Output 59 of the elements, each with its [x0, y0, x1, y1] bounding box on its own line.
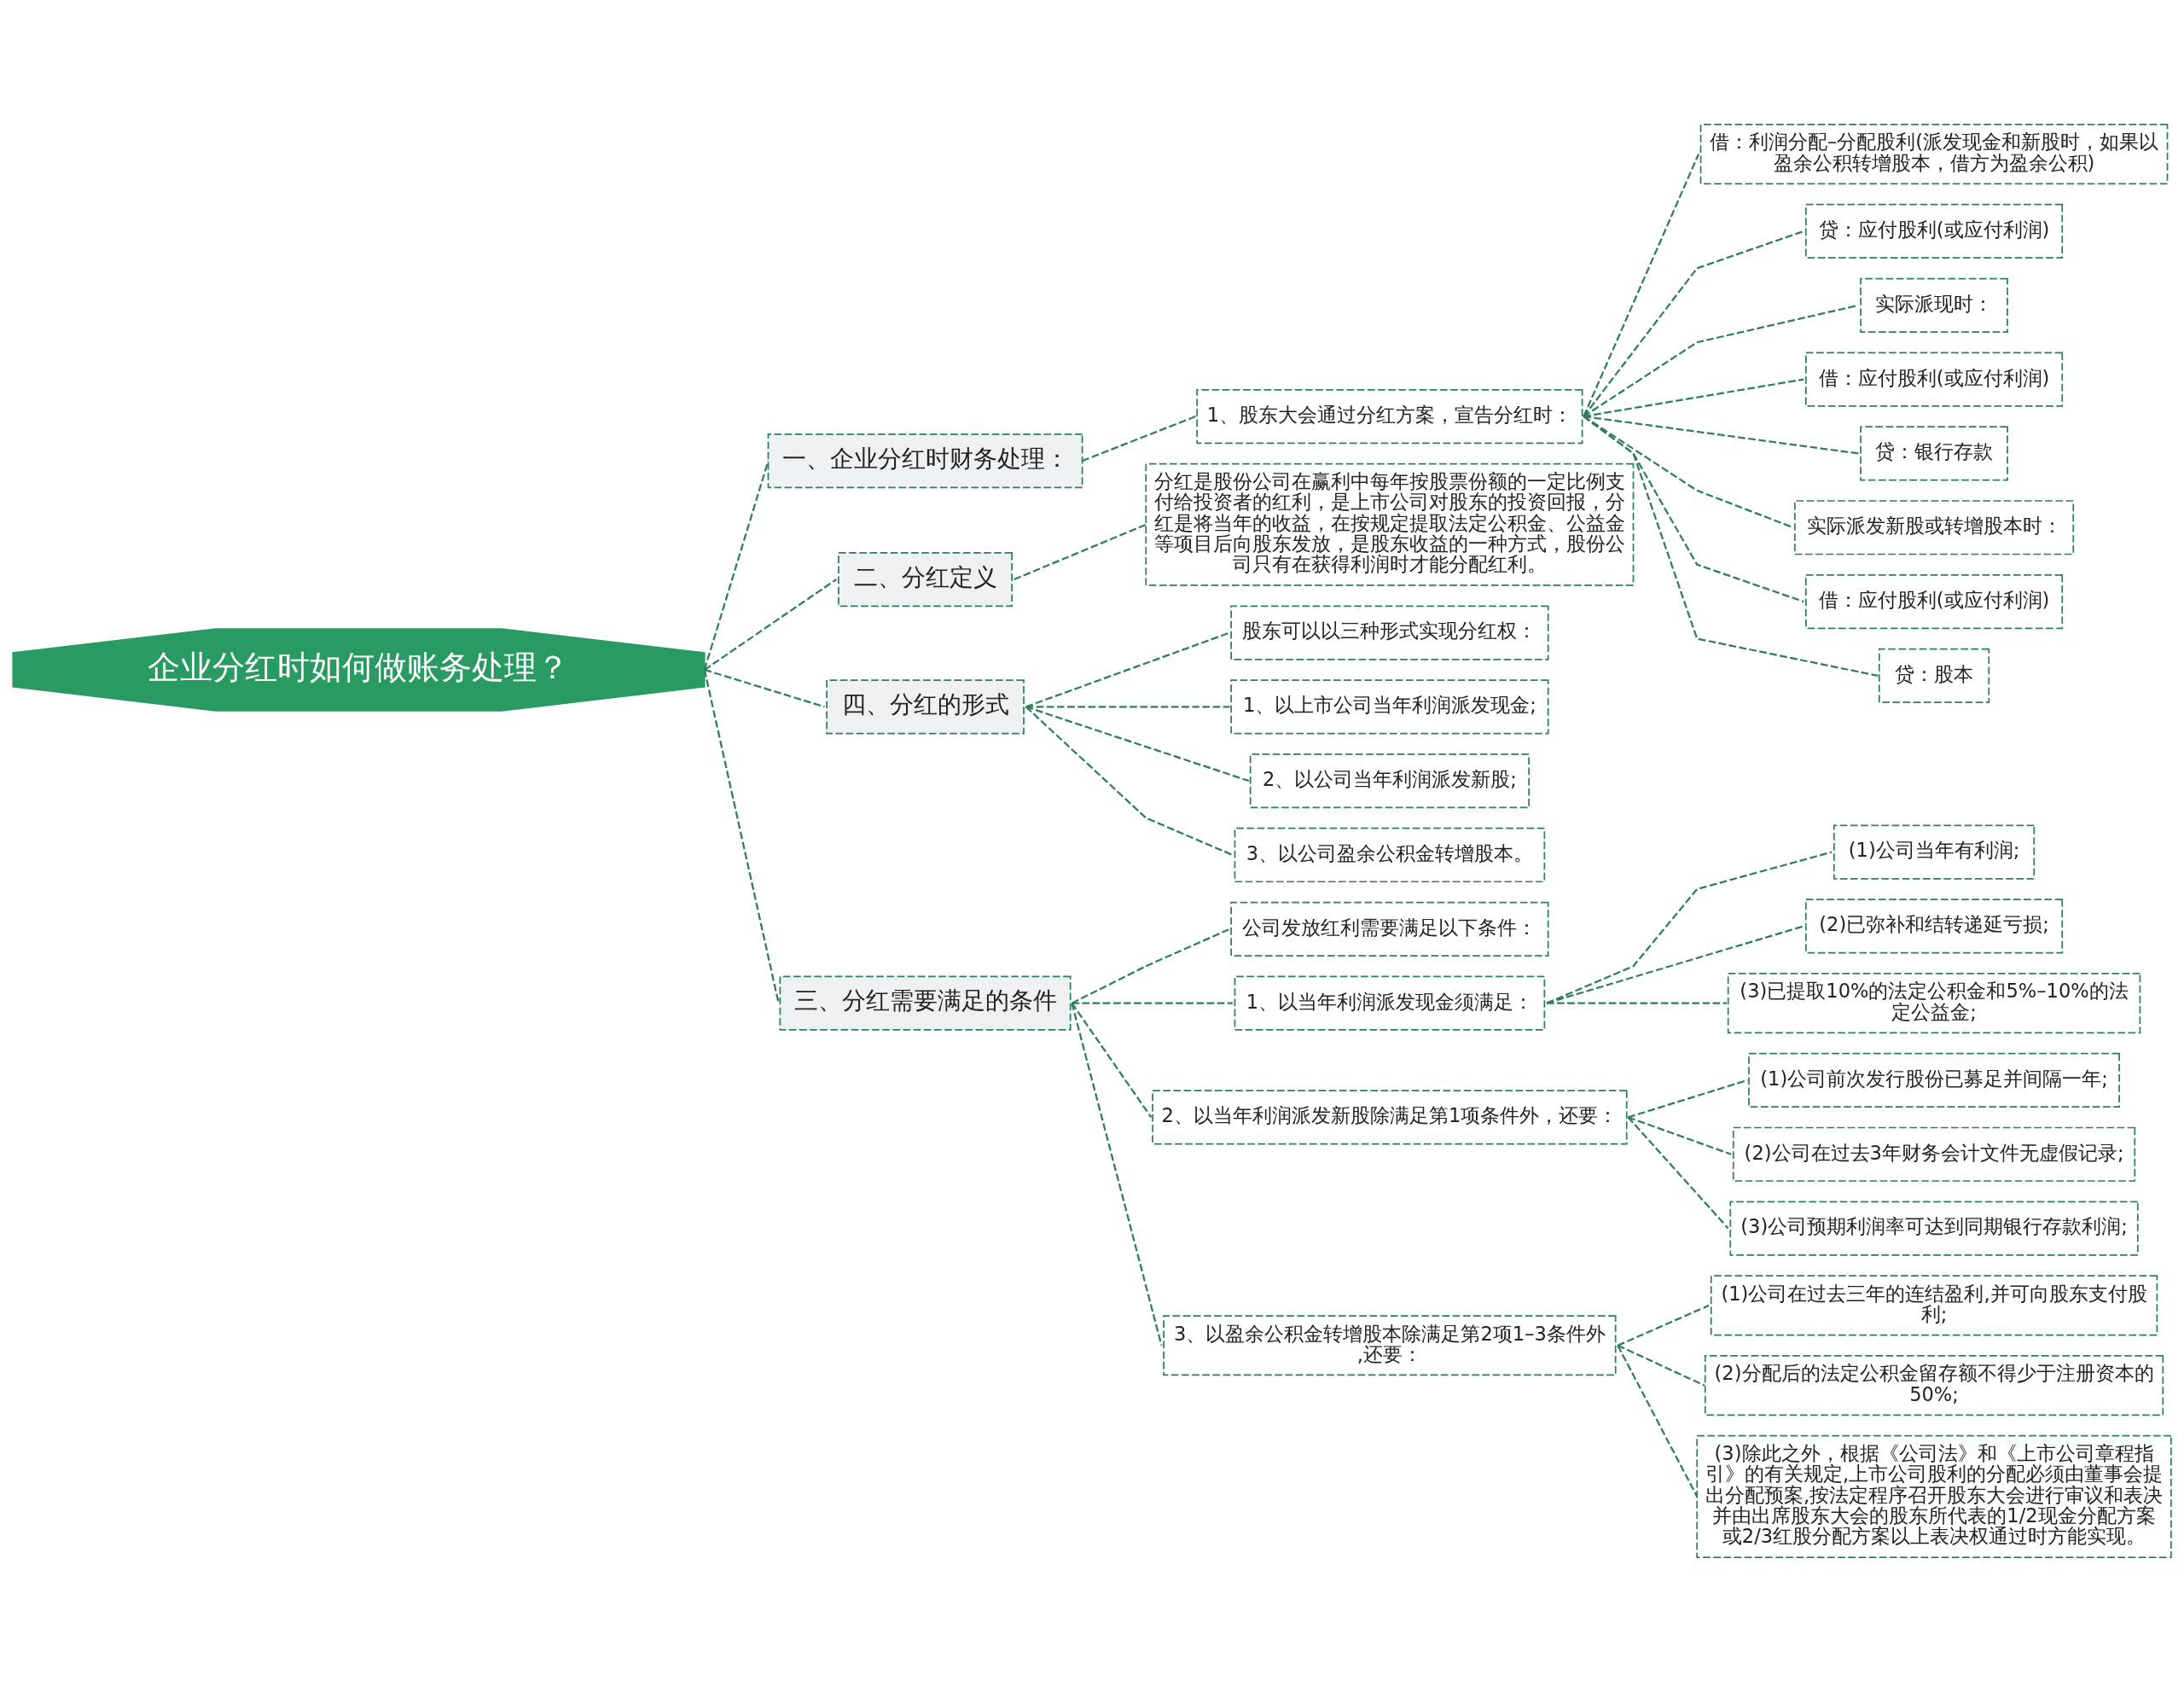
- connector: [1583, 415, 1879, 677]
- connector: [703, 669, 780, 1003]
- node-box: 1、股东大会通过分红方案，宣告分红时：: [1196, 388, 1583, 444]
- node-box: (3)除此之外，根据《公司法》和《上市公司章程指引》的有关规定,上市公司股利的分配必须由董事会提出分配预案,按法定程序召开股东大会进行审议和表决并由出席股东大会的股东所代表的1/2现金分配方案或2/3红股分配方案以上表决权通过时方能实现。: [1696, 1434, 2172, 1558]
- node-box: 实际派现时：: [1860, 277, 2008, 333]
- node-box: 2、以当年利润派发新股除满足第1项条件外，还要：: [1152, 1089, 1628, 1144]
- connector: [704, 668, 825, 707]
- connector: [1025, 705, 1230, 707]
- node-box: 3、以公司盈余公积金转增股本。: [1234, 827, 1546, 882]
- node-box: 分红是股份公司在赢利中每年按股票份额的一定比例支付给投资者的红利，是上市公司对股东的投资回报，分红是将当年的收益，在按规定提取法定公积金、公益金等项目后向股东发放，是股东收益的一种方式，股份公司只有在获得利润时才能分配红利。: [1145, 462, 1635, 586]
- connector: [1071, 1002, 1153, 1118]
- connector: [1072, 1002, 1233, 1004]
- node-box: 实际派发新股或转增股本时：: [1793, 499, 2075, 555]
- node-box: 借：利润分配–分配股利(派发现金和新股时，如果以盈余公积转增股本，借方为盈余公积): [1699, 123, 2169, 184]
- connector: [1071, 1002, 1163, 1346]
- node-box: 借：应付股利(或应付利润): [1804, 573, 2064, 629]
- connector: [1082, 415, 1196, 462]
- node-box: 贷：应付股利(或应付利润): [1804, 203, 2064, 259]
- node-box: (1)公司当年有利润;: [1833, 823, 2036, 880]
- node-box: (2)公司在过去3年财务会计文件无虚假记录;: [1732, 1126, 2136, 1182]
- node-box: 2、以公司当年利润派发新股;: [1249, 753, 1530, 808]
- node-box: 四、分红的形式: [826, 678, 1025, 734]
- connector: [1025, 706, 1234, 856]
- connector: [1546, 1002, 1727, 1004]
- node-box: (2)已弥补和结转递延亏损;: [1804, 898, 2064, 953]
- node-box: 二、分红定义: [838, 551, 1013, 607]
- node-box: 3、以盈余公积金转增股本除满足第2项1–3条件外,还要：: [1163, 1314, 1617, 1376]
- node-box: (3)已提取10%的法定公积金和5%–10%的法定公益金;: [1727, 972, 2141, 1033]
- node-box: 三、分红需要满足的条件: [779, 975, 1072, 1031]
- connector: [1014, 523, 1147, 580]
- connector: [1617, 1344, 1699, 1497]
- node-box: 贷：股本: [1878, 648, 1990, 703]
- node-box: (2)分配后的法定公积金留存额不得少于注册资本的50%;: [1704, 1354, 2164, 1416]
- connector: [704, 578, 837, 671]
- node-box: 公司发放红利需要满足以下条件：: [1230, 901, 1549, 957]
- node-box: 借：应付股利(或应付利润): [1804, 352, 2064, 407]
- connector: [1617, 1304, 1710, 1347]
- node-box: 1、以当年利润派发现金须满足：: [1234, 975, 1546, 1031]
- connector: [1583, 415, 1859, 455]
- connector: [1617, 1344, 1705, 1387]
- connector: [1025, 631, 1230, 707]
- connector: [1583, 378, 1804, 417]
- node-box: 股东可以以三种形式实现分红权：: [1230, 604, 1549, 660]
- connector: [1546, 924, 1804, 1004]
- connector: [1628, 1115, 1732, 1155]
- connector: [1071, 928, 1230, 1004]
- connector: [1025, 705, 1250, 782]
- node-box: (1)公司在过去三年的连结盈利,并可向股东支付股利;: [1710, 1274, 2158, 1335]
- connector: [1583, 304, 1859, 417]
- connector: [1583, 153, 1699, 416]
- connector: [1583, 230, 1804, 417]
- node-box: (1)公司前次发行股份已募足并间隔一年;: [1748, 1052, 2120, 1108]
- node-box: 1、以上市公司当年利润派发现金;: [1230, 678, 1549, 734]
- connector: [703, 460, 770, 670]
- node-box: (3)公司预期利润率可达到同期银行存款利润;: [1729, 1200, 2139, 1256]
- node-box: 一、企业分红时财务处理：: [767, 433, 1083, 488]
- connector: [1546, 850, 1833, 1004]
- connector: [1627, 1116, 1729, 1229]
- node-box: 贷：银行存款: [1860, 425, 2008, 481]
